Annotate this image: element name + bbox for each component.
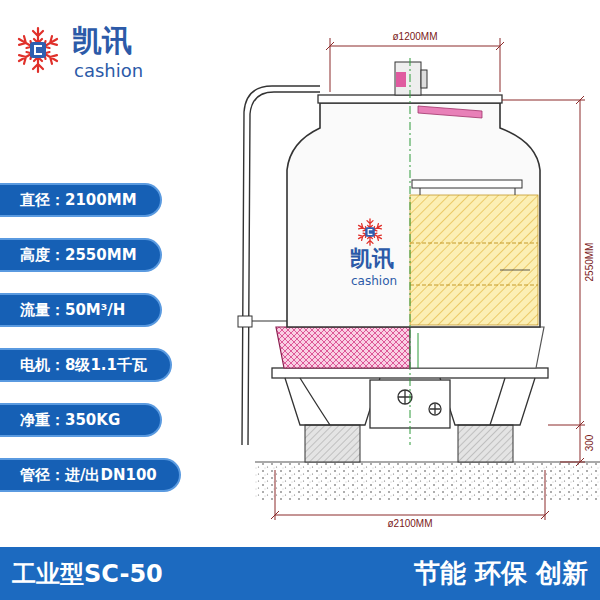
fan-motor (418, 106, 482, 118)
body-logo-snowflake (368, 230, 372, 235)
dimension-line (580, 100, 581, 462)
brand-name: 凯讯 (72, 26, 132, 56)
spec-pill: 净重：350KG (0, 403, 162, 437)
band-text: 工业型SC-50 (12, 558, 163, 590)
tower-body (412, 180, 522, 188)
base-frame (429, 403, 441, 415)
inlet-pipe (238, 86, 320, 445)
spec-pill: 高度：2550MM (0, 238, 162, 272)
body-brand-name-latin: cashion (351, 275, 397, 287)
spec-text: 高度：2550MM (20, 246, 137, 265)
ground (255, 462, 600, 500)
water-basin (418, 333, 419, 368)
band-text: 节能 环保 创新 (414, 556, 588, 591)
dimension-line (502, 100, 585, 101)
dimension-label: ø1200MM (391, 32, 438, 42)
ground (255, 462, 600, 500)
center-line (410, 58, 411, 445)
brand-name-latin: cashion (74, 62, 143, 80)
dimension-line (330, 46, 500, 47)
spec-text: 电机：8级1.1千瓦 (20, 356, 147, 375)
tower-body (287, 103, 540, 327)
logo-snowflake (16, 35, 59, 66)
body-logo-snowflake (357, 223, 383, 241)
logo-snowflake (35, 46, 42, 54)
concrete-pier (458, 425, 513, 462)
fan-motor (396, 72, 406, 87)
tower-body (420, 188, 421, 195)
tower-body (500, 270, 530, 271)
body-brand-name: 凯讯 (350, 248, 394, 270)
spec-pill: 电机：8级1.1千瓦 (0, 348, 172, 382)
dimension-label: 2550MM (585, 242, 595, 283)
spec-pill: 流量：50M³/H (0, 293, 162, 327)
base-frame (430, 404, 440, 414)
tower-body (515, 188, 516, 195)
dimension-line (560, 462, 585, 463)
base-frame (440, 378, 535, 425)
dimension-label: ø2100MM (386, 519, 433, 529)
fan-motor (395, 62, 421, 95)
logo-snowflake (16, 35, 59, 66)
dimension-line (271, 511, 549, 519)
fan-motor (421, 70, 427, 88)
body-logo-snowflake (357, 223, 383, 241)
inlet-pipe (252, 320, 287, 321)
tower-body (410, 195, 538, 325)
dimension-label: 300 (585, 434, 595, 453)
spec-text: 直径：2100MM (20, 191, 137, 210)
base-frame (285, 378, 380, 425)
logo-snowflake (16, 28, 59, 72)
inlet-pipe (238, 316, 252, 327)
logo-snowflake (30, 42, 46, 58)
spec-text: 净重：350KG (20, 411, 120, 430)
spec-text: 流量：50M³/H (20, 301, 125, 320)
tower-body (287, 103, 540, 327)
footer-band: 工业型SC-50 节能 环保 创新 (0, 547, 600, 600)
dimension-line (275, 470, 276, 520)
concrete-pier (305, 425, 513, 462)
tower-body (410, 243, 538, 244)
body-logo-snowflake (357, 219, 383, 245)
spec-pill: 直径：2100MM (0, 183, 162, 217)
water-basin (276, 327, 410, 368)
dimension-line (545, 470, 546, 520)
base-frame (370, 380, 450, 428)
tower-body (410, 285, 538, 286)
body-logo-snowflake (365, 227, 375, 237)
water-basin (410, 327, 544, 368)
inlet-pipe (242, 86, 320, 445)
dimension-line (275, 515, 545, 516)
inlet-pipe (248, 92, 320, 445)
dimension-line (576, 96, 584, 466)
dimension-line (326, 42, 504, 50)
dimension-line (271, 38, 585, 520)
concrete-pier (305, 425, 360, 462)
spec-pill: 管径：进/出DN100 (0, 458, 181, 492)
spec-text: 管径：进/出DN100 (20, 466, 157, 485)
